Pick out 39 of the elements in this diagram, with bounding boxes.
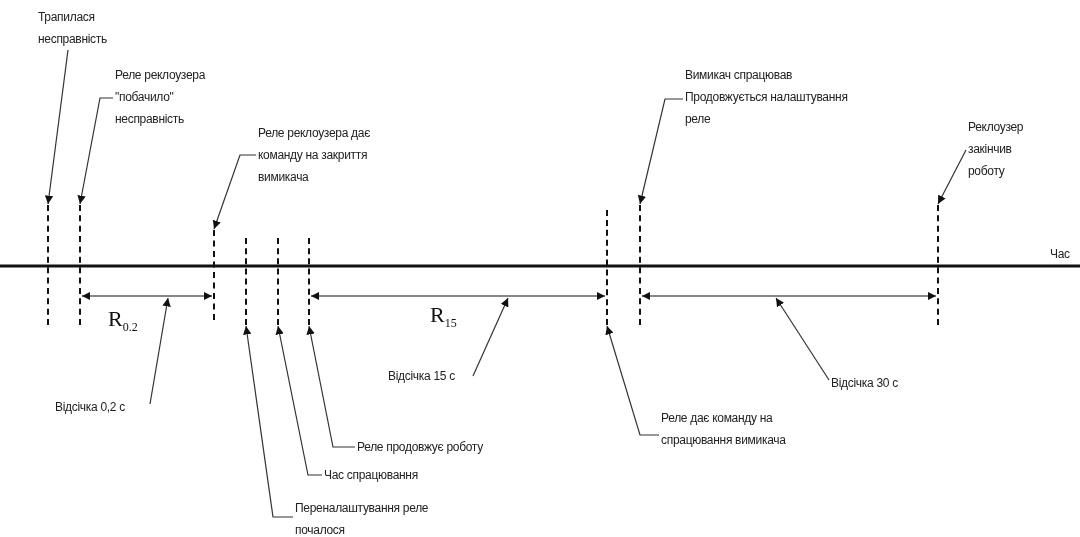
- leader-line: [77, 97, 114, 205]
- callout-text: Вимикач спрацював Продовжується налаштування реле: [685, 64, 855, 130]
- callout-text: Реле продовжує роботу: [357, 436, 517, 458]
- leader-line: [637, 98, 684, 205]
- leader-line: [472, 297, 509, 377]
- dashed-marker-line: [937, 205, 939, 325]
- axis-label: Час: [1050, 246, 1070, 263]
- interval-arrow: [81, 291, 213, 301]
- dashed-marker-line: [213, 230, 215, 320]
- leader-line: [937, 149, 967, 205]
- callout-text: Час спрацювання: [324, 464, 454, 486]
- leader-line: [306, 325, 356, 448]
- interval-arrow: [641, 291, 937, 301]
- callout-text: Відсічка 30 с: [831, 372, 931, 394]
- callout-text: Реле дає команду на спрацювання вимикача: [661, 407, 821, 451]
- leader-line: [275, 325, 323, 476]
- callout-text: Реле реклоузера "побачило" несправність: [115, 64, 225, 130]
- callout-text: Реле реклоузера дає команду на закриття вимикача: [258, 122, 380, 188]
- dashed-marker-line: [308, 238, 310, 325]
- dashed-marker-line: [639, 205, 641, 325]
- dashed-marker-line: [245, 238, 247, 325]
- leader-line: [605, 325, 660, 436]
- callout-text: Переналаштування реле почалося: [295, 497, 430, 537]
- callout-text: Відсічка 15 с: [388, 365, 478, 387]
- callout-text: Відсічка 0,2 с: [55, 396, 155, 418]
- leader-line: [243, 325, 294, 518]
- leader-line: [44, 49, 69, 205]
- dashed-marker-line: [277, 238, 279, 325]
- dashed-marker-line: [606, 210, 608, 325]
- callout-text: Трапилася несправність: [38, 6, 118, 50]
- leader-line: [149, 297, 171, 405]
- dashed-marker-line: [79, 205, 81, 325]
- interval-arrow: [310, 291, 606, 301]
- leader-line: [212, 154, 257, 230]
- interval-label: R$_{0.2}$: [108, 306, 138, 336]
- leader-line: [775, 297, 830, 381]
- interval-label: R$_{15}$: [430, 302, 457, 332]
- callout-text: Реклоузер закінчив роботу: [968, 116, 1038, 182]
- dashed-marker-line: [47, 205, 49, 325]
